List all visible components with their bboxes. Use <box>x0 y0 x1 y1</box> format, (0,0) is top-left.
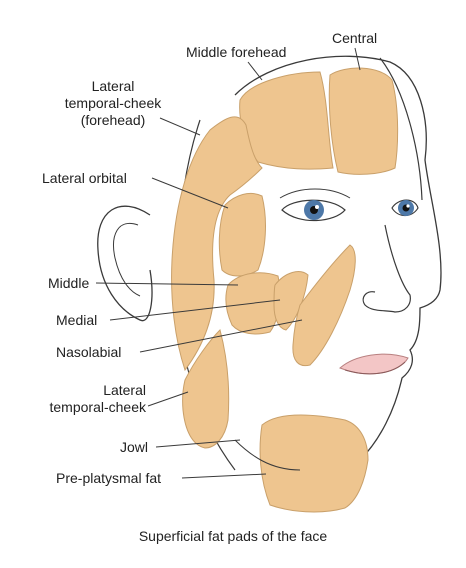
label-nasolabial: Nasolabial <box>56 344 122 360</box>
right-eye-icon <box>279 188 351 222</box>
leader-middle-forehead <box>247 61 263 81</box>
lateral-temporal-cheek-pad <box>182 329 230 449</box>
neck-line <box>234 439 301 471</box>
label-middle-forehead: Middle forehead <box>186 44 287 60</box>
nose-outline <box>362 224 411 313</box>
label-middle: Middle <box>48 275 90 291</box>
lateral-temporal-cheek-forehead-pad <box>171 116 263 372</box>
label-lateral-temporal-cheek: Lateral temporal-cheek <box>40 382 147 416</box>
face-outline <box>234 55 442 476</box>
label-central: Central <box>332 30 378 46</box>
central-pad <box>328 67 399 175</box>
lateral-orbital-pad <box>218 192 266 277</box>
leader-lateral-orbital <box>151 177 229 209</box>
leader-lateral-temporal-cheek-forehead <box>159 117 201 136</box>
leader-jowl <box>155 439 241 448</box>
label-jowl: Jowl <box>120 439 149 455</box>
hair-line <box>379 57 423 201</box>
left-eye-icon <box>391 199 419 217</box>
lips-icon <box>339 353 409 375</box>
figure-caption: Superficial fat pads of the face <box>138 528 328 544</box>
pre-platysmal-pad <box>259 414 369 513</box>
label-line: (forehead) <box>80 112 146 128</box>
label-line: Lateral <box>91 78 135 94</box>
label-line: temporal-cheek <box>49 399 147 415</box>
leader-lines <box>95 47 361 479</box>
label-line: temporal-cheek <box>64 95 162 111</box>
medial-cheek-pad <box>273 271 309 331</box>
leader-medial <box>109 299 281 321</box>
leader-central <box>354 47 361 71</box>
label-lateral-temporal-cheek-forehead: Lateral temporal-cheek (forehead) <box>48 78 178 129</box>
label-pre-platysmal-fat: Pre-platysmal fat <box>56 470 162 486</box>
leader-middle <box>95 282 239 286</box>
label-lateral-orbital: Lateral orbital <box>42 170 127 186</box>
nasolabial-pad <box>292 244 356 367</box>
leader-lateral-temporal-cheek <box>147 391 189 407</box>
label-line: Lateral <box>103 382 146 398</box>
ear-icon <box>97 205 153 322</box>
label-medial: Medial <box>56 312 98 328</box>
leader-nasolabial <box>139 319 303 353</box>
leader-pre-platysmal-fat <box>181 473 267 479</box>
